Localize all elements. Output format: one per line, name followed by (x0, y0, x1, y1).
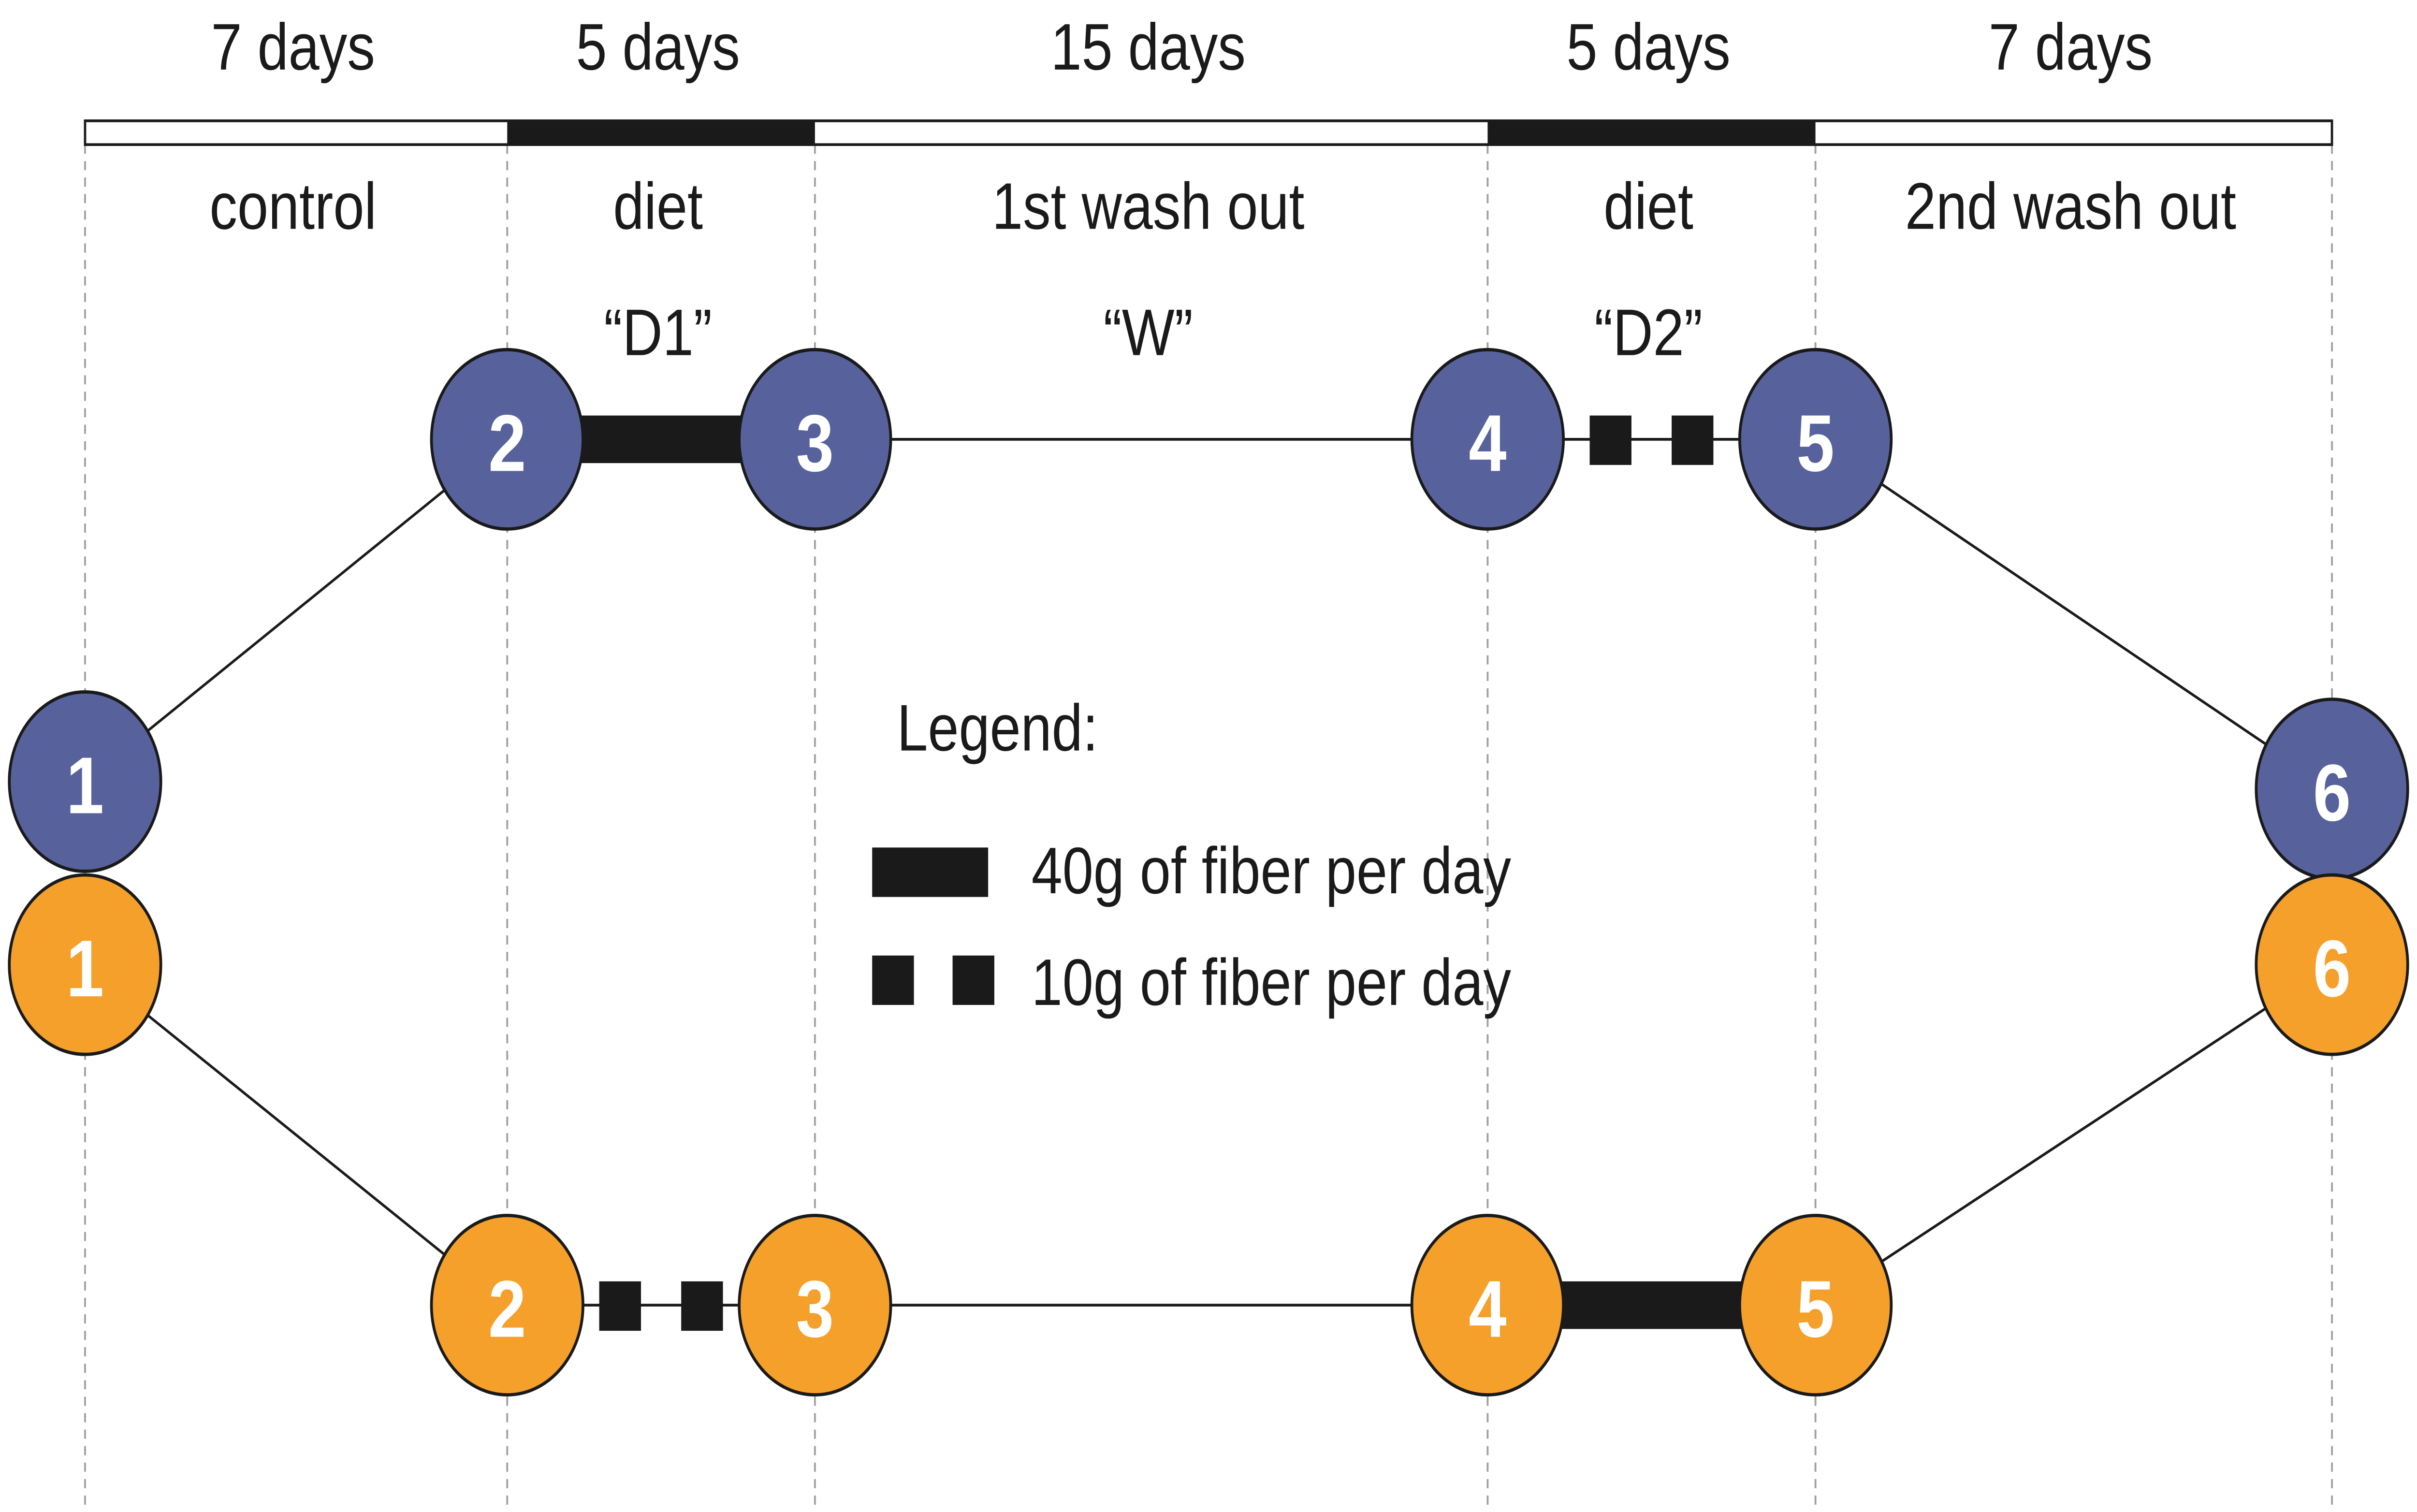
phase-name: 1st wash out (992, 169, 1305, 243)
sample-node: 1 (8, 873, 162, 1056)
phase-name: 2nd wash out (1905, 169, 2236, 243)
node-number: 2 (488, 398, 526, 488)
fiber-40g-bar (1557, 1281, 1746, 1329)
phase-name: diet (1603, 169, 1693, 243)
sample-node: 2 (430, 348, 584, 531)
legend-label-40g: 40g of fiber per day (1032, 834, 1511, 907)
fiber-10g-square (1672, 415, 1714, 465)
connection-line (1815, 438, 2333, 790)
node-circle (738, 1214, 892, 1397)
sample-node: 1 (8, 690, 162, 873)
node-circle (738, 348, 892, 531)
node-number: 4 (1469, 1264, 1506, 1354)
node-number: 5 (1796, 398, 1834, 488)
phase-code: “D2” (1594, 296, 1703, 369)
node-number: 3 (796, 1264, 834, 1354)
node-circle (8, 873, 162, 1056)
sample-node: 3 (738, 348, 892, 531)
node-circle (430, 348, 584, 531)
node-circle (8, 690, 162, 873)
legend-10g-swatch-b (952, 955, 994, 1005)
node-number: 1 (66, 923, 104, 1014)
phase-duration: 7 days (1989, 10, 2153, 84)
node-number: 2 (488, 1264, 526, 1354)
node-number: 3 (796, 398, 834, 488)
phase-labels: 7 days control 5 days diet “D1” 15 days 1st wa… (209, 10, 2236, 369)
legend-label-10g: 10g of fiber per day (1032, 945, 1511, 1019)
phase-duration: 15 days (1051, 10, 1246, 84)
legend-10g-swatch-a (872, 955, 914, 1005)
phase-duration: 7 days (211, 10, 375, 84)
connection-line (1815, 963, 2333, 1307)
phase-code: “W” (1104, 296, 1193, 369)
sample-node: 4 (1410, 1214, 1565, 1397)
node-circle (430, 1214, 584, 1397)
sample-node: 3 (738, 1214, 892, 1397)
node-circle (1410, 348, 1565, 531)
phase-name: control (209, 169, 377, 243)
connection-line (84, 963, 508, 1307)
node-circle (1738, 1214, 1893, 1397)
phase-code: “D1” (604, 296, 712, 369)
node-circle (2255, 873, 2409, 1056)
sample-node: 6 (2255, 873, 2409, 1056)
fiber-40g-bar (577, 415, 745, 464)
connection-line (84, 438, 508, 783)
sample-node: 4 (1410, 348, 1565, 531)
diet-period-segment (507, 120, 815, 145)
node-number: 6 (2313, 923, 2351, 1014)
phase-name: diet (613, 169, 703, 243)
diet-period-segment (1487, 120, 1816, 145)
legend: Legend: 40g of fiber per day 10g of fibe… (872, 691, 1511, 1019)
sample-node: 5 (1738, 1214, 1893, 1397)
sample-node: 6 (2255, 698, 2409, 881)
node-number: 6 (2313, 747, 2351, 838)
timeline-bar (84, 119, 2333, 146)
fiber-10g-square (681, 1281, 723, 1331)
phase-boundaries (84, 145, 2333, 1512)
phase-duration: 5 days (1566, 10, 1730, 84)
legend-title: Legend: (897, 691, 1098, 764)
node-number: 4 (1469, 398, 1506, 488)
sample-node: 5 (1738, 348, 1893, 531)
sample-node: 2 (430, 1214, 584, 1397)
sampling-nodes: 1 2 3 4 5 6 1 2 3 4 5 6 (8, 348, 2409, 1397)
fiber-10g-square (1589, 415, 1631, 465)
fiber-10g-square (599, 1281, 641, 1331)
node-number: 1 (66, 740, 104, 830)
node-number: 5 (1796, 1264, 1834, 1354)
phase-duration: 5 days (576, 10, 740, 84)
node-circle (1738, 348, 1893, 531)
legend-40g-swatch (872, 847, 989, 897)
timeline-outline (84, 119, 2333, 146)
node-circle (1410, 1214, 1565, 1397)
